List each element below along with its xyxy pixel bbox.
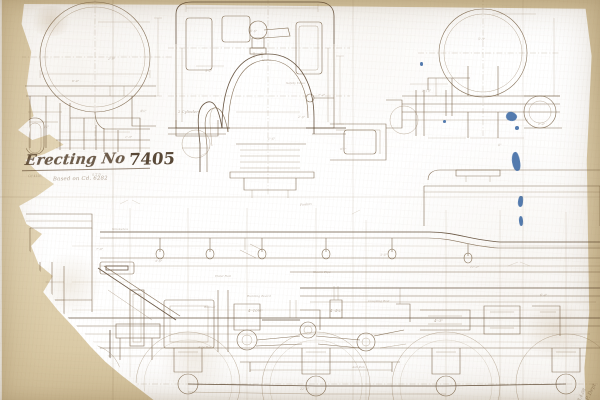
dimension-label: 22'-8"	[299, 387, 310, 391]
annotation-a6: 4'-4¼"	[329, 308, 343, 313]
dimension-label: 5'-3"	[478, 37, 486, 41]
dimension-label: 3'-0"	[380, 253, 388, 257]
annotation-a1: 2 Cylinders	[177, 109, 200, 114]
annotation-a2: Hand Rail	[214, 274, 231, 278]
dimension-label: 8'-6"	[250, 29, 258, 33]
dimension-label: 3'-2"	[205, 69, 213, 73]
dimension-label: 4½"	[139, 108, 147, 113]
annotation-a12: Dome	[261, 58, 271, 62]
annotation-a8: 4'-3"	[433, 318, 443, 323]
dimension-label: 9¾"	[340, 146, 347, 151]
view-tender-outline	[423, 169, 600, 226]
annotation-a7: Coupling Rod	[368, 299, 389, 303]
view-smokebox-section	[386, 0, 562, 139]
annotation-a10: Firebox	[299, 202, 313, 208]
dimension-label: 11'-2"	[470, 265, 480, 269]
dimension-label: 2'-4"	[537, 122, 546, 126]
annotation-a3: Running Board	[246, 294, 271, 298]
annotation-a9: Steam Pipe	[313, 270, 331, 274]
annotation-a13: Safety Valve	[286, 81, 305, 85]
annotation-a4: Bunker	[203, 305, 216, 309]
dimension-label: 8"	[498, 143, 502, 147]
dimension-label: 2'-9"	[107, 57, 116, 61]
annotation-a15: Axle Box	[197, 345, 212, 349]
annotation-a14: Ash Pan	[351, 365, 365, 369]
dimension-label: 6'-4"	[540, 293, 548, 297]
valve-gear	[233, 286, 561, 352]
scratch-marks	[119, 151, 531, 267]
dimension-label: 7'-4"	[318, 93, 326, 97]
dimension-label: 1'-3"	[125, 135, 133, 139]
annotation-a11: Smokebox	[112, 227, 128, 231]
view-side-elevation	[26, 208, 600, 400]
dimension-label: 7'-9"	[96, 247, 104, 251]
view-cab-front-elevation	[168, 0, 387, 198]
dimension-label: 6'-0"	[72, 79, 80, 83]
dimension-label: 1'-10"	[422, 89, 432, 93]
dimension-label: 4'-6"	[154, 259, 163, 263]
dimension-label: 11"	[44, 125, 50, 129]
dimension-label: 1'-6"	[268, 137, 276, 141]
dimension-label: 2'-0"	[297, 115, 306, 119]
annotation-a5: 4'-10½"	[247, 308, 263, 313]
